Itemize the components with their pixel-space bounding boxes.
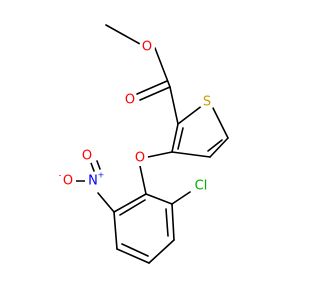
bond-carbonyl-double-2 xyxy=(136,80,168,95)
atom-o-charge: - xyxy=(59,171,62,180)
atom-n-nitro-label: N xyxy=(88,174,98,189)
bonds xyxy=(71,24,229,264)
atom-o-ester-label: O xyxy=(142,40,152,55)
atom-s1-label: S xyxy=(203,95,211,110)
atom-o-nitro-minus: O - xyxy=(59,171,76,189)
atom-o-ether: O xyxy=(132,150,148,166)
atom-o-ester: O xyxy=(139,39,155,55)
bond-c3-ether-o xyxy=(147,151,173,158)
bond-ar-c6-c1 xyxy=(113,193,147,213)
bond-carbonyl-c2 xyxy=(169,86,179,125)
bond-c3-c2-inner xyxy=(177,127,184,150)
atom-cl-label: Cl xyxy=(195,179,208,194)
atom-o-nitro-top: O xyxy=(79,148,95,164)
bond-c3-c2 xyxy=(171,123,179,153)
atom-s1: S xyxy=(199,94,215,110)
bond-methyl-ester-o xyxy=(105,24,141,45)
bond-ar-c6-n xyxy=(97,192,115,213)
bond-ar-c4-c5 xyxy=(116,248,150,264)
atom-o-carbonyl: O xyxy=(122,92,138,108)
atom-o-carbonyl-label: O xyxy=(125,93,135,108)
bond-c5-c4-inner xyxy=(207,139,223,152)
bond-ar-c2-c3-inner xyxy=(165,208,169,237)
atom-labels: O O S O N + O O - Cl xyxy=(59,39,215,196)
molecule-structure: O O S O N + O O - Cl xyxy=(59,24,229,264)
bond-ar-c4-c5-inner xyxy=(121,243,149,257)
bond-n-o-top-2 xyxy=(96,160,101,170)
bond-ar-c2-c3 xyxy=(171,203,175,241)
atom-n-nitro: N + xyxy=(85,171,105,189)
bond-s1-c5 xyxy=(212,107,229,139)
bond-n-o-top-1 xyxy=(90,162,95,172)
bond-ar-c1-c2 xyxy=(145,193,173,205)
bond-c2-s1 xyxy=(177,104,204,125)
bond-ar-c6-c1-inner xyxy=(119,199,146,216)
bond-ether-o-ar-c1 xyxy=(139,165,147,195)
atom-n-charge: + xyxy=(98,171,105,180)
atom-o-nitro-minus-label: O xyxy=(63,174,73,189)
bond-ar-c2-cl xyxy=(171,191,191,205)
bond-c5-c4 xyxy=(209,137,229,158)
bond-carbonyl-double-1 xyxy=(139,86,171,101)
atom-o-nitro-top-label: O xyxy=(82,149,92,164)
atom-o-ether-label: O xyxy=(135,151,145,166)
bond-ar-c3-c4 xyxy=(148,239,175,264)
bond-ar-c5-c6 xyxy=(113,211,118,250)
bond-c4-c3 xyxy=(171,151,211,158)
atom-cl: Cl xyxy=(191,176,211,196)
